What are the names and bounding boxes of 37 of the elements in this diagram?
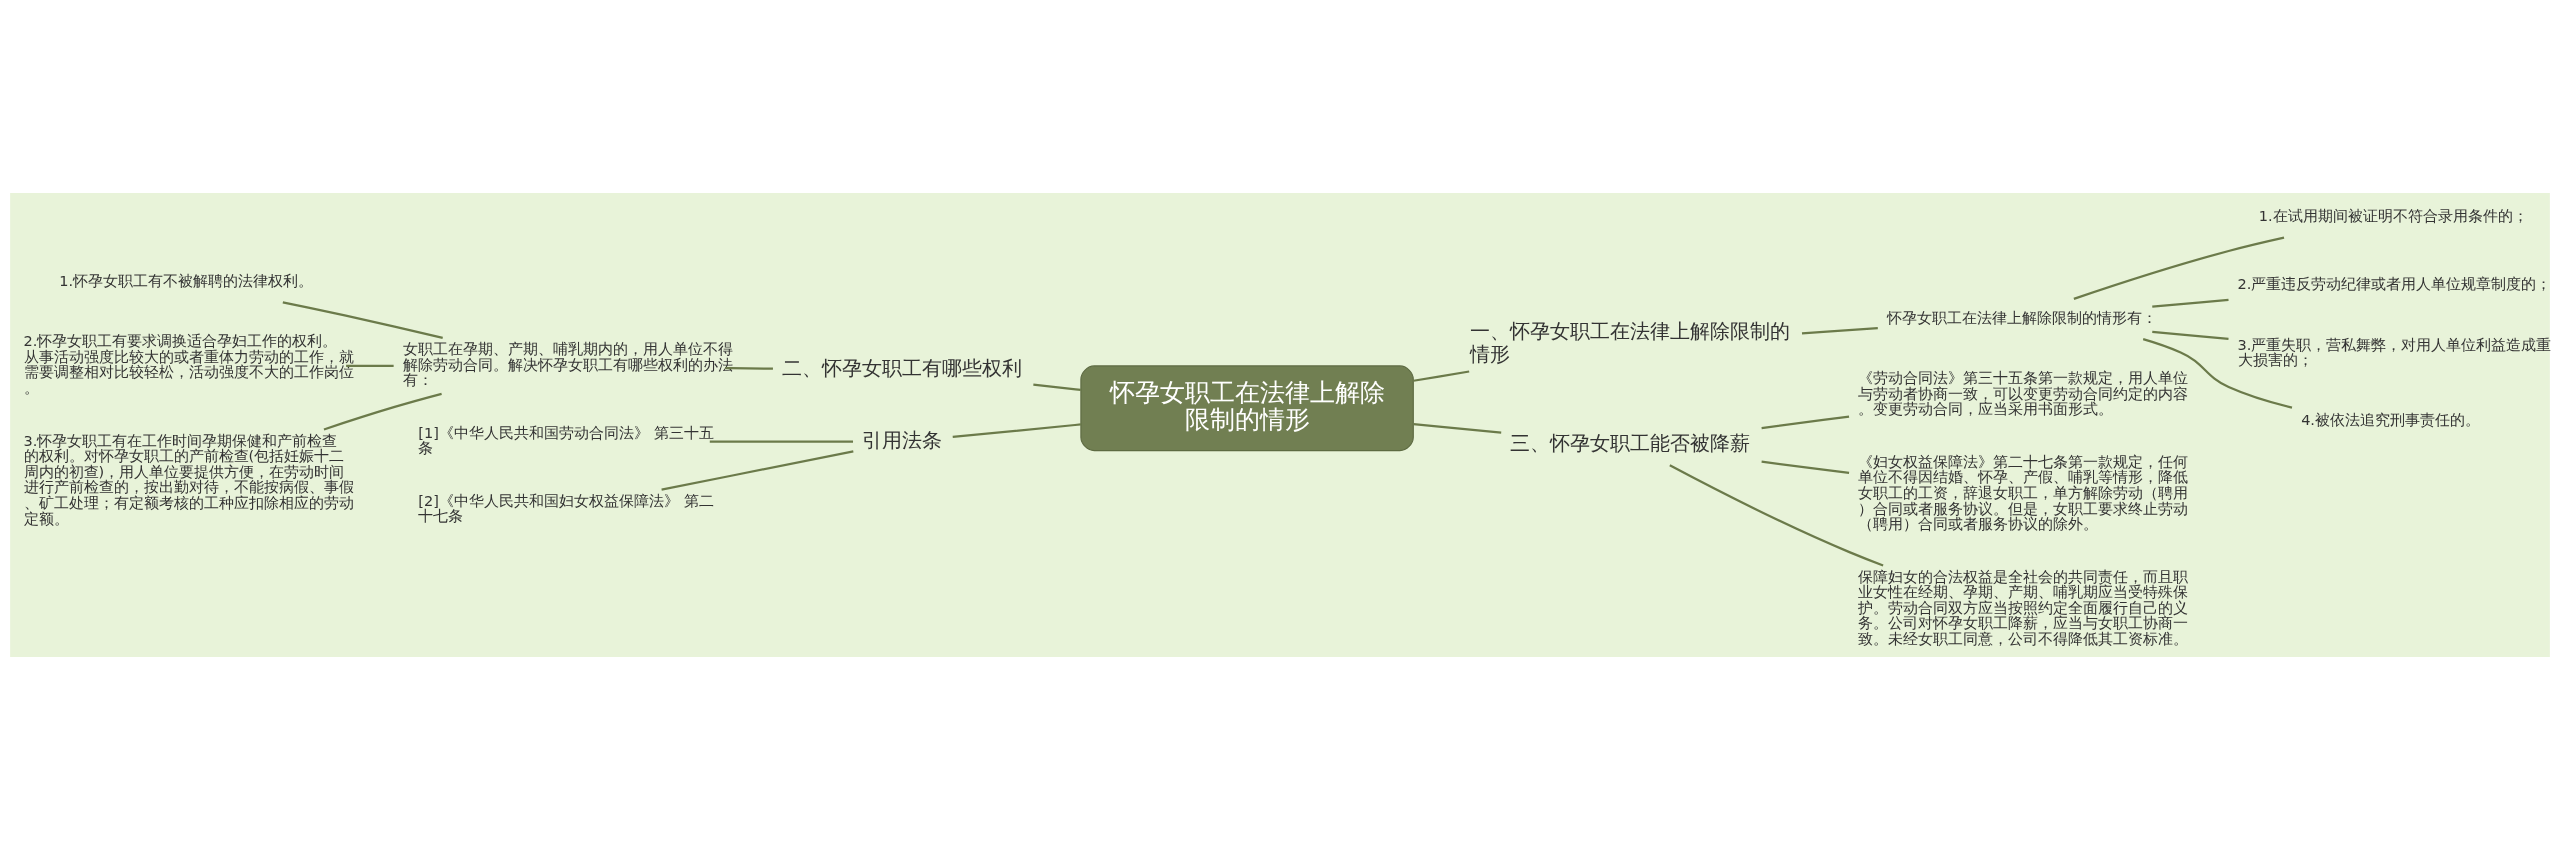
- node-text: 2.怀孕女职工有要求调换适合孕妇工作的权利。从事活动强度比较大的或者重体力劳动的工作，就需要调整相对比较轻松，活动强度不大的工作岗位。: [23, 332, 354, 396]
- connector: [282, 300, 443, 339]
- node-text: 《妇女权益保障法》第二十七条第一款规定，任何单位不得因结婚、怀孕、产假、哺乳等情形，降低女职工的工资，辞退女职工，单方解除劳动（聘用）合同或者服务协议。但是，女职工要求终止劳动（聘用）合同或者服务协议的除外。: [1858, 453, 2189, 532]
- connector: [2142, 337, 2293, 409]
- node-text: 怀孕女职工在法律上解除限制的情形有：: [1886, 309, 2157, 326]
- node-text: 2.严重违反劳动纪律或者用人单位规章制度的；: [2237, 275, 2552, 292]
- connector: [1801, 326, 1878, 334]
- node-box: 怀孕女职工在法律上解除限制的情形: [1080, 364, 1414, 451]
- connector: [1761, 414, 1850, 429]
- node-text: 1.在试用期间被证明不符合录用条件的；: [2258, 207, 2528, 224]
- connector: [1761, 460, 1850, 474]
- node-text: 一、怀孕女职工在法律上解除限制的情形: [1470, 318, 1791, 366]
- node-text: 《劳动合同法》第三十五条第一款规定，用人单位与劳动者协商一致，可以变更劳动合同约定的内容。变更劳动合同，应当采用书面形式。: [1858, 369, 2189, 417]
- connector: [661, 449, 854, 491]
- connector: [2152, 330, 2229, 340]
- node-text: 保障妇女的合法权益是全社会的共同责任，而且职业女性在经期、孕期、产期、哺乳期应当受特殊保护。劳动合同双方应当按照约定全面履行自己的义务。公司对怀孕女职工降薪，应当与女职工协商一致。未经女职工同意，公司不得降低其工资标准。: [1858, 568, 2189, 647]
- connector: [1413, 422, 1502, 434]
- connector: [725, 366, 773, 370]
- connector: [1669, 463, 1884, 567]
- node-text: [2]《中华人民共和国妇女权益保障法》 第二十七条: [418, 492, 714, 524]
- connector: [2152, 298, 2229, 308]
- node-text: 1.怀孕女职工有不被解聘的法律权利。: [59, 272, 314, 289]
- connector: [346, 364, 394, 367]
- connector: [1413, 369, 1470, 382]
- connector: [323, 392, 442, 430]
- connector: [952, 422, 1081, 438]
- node-text: 3.严重失职，营私舞弊，对用人单位利益造成重大损害的；: [2237, 336, 2552, 368]
- node-text: 4.被依法追究刑事责任的。: [2301, 411, 2480, 428]
- node-text: 三、怀孕女职工能否被降薪: [1510, 430, 1751, 455]
- node-text: 女职工在孕期、产期、哺乳期内的，用人单位不得解除劳动合同。解决怀孕女职工有哪些权利的办法有：: [402, 340, 733, 388]
- connector: [709, 440, 853, 443]
- node-text: 3.怀孕女职工有在工作时间孕期保健和产前检查的权利。对怀孕女职工的产前检查(包括妊娠十二周内的初查)，用人单位要提供方便，在劳动时间进行产前检查的，按出勤对待，不能按病假、事假、矿工处理；有定额考核的工种应扣除相应的劳动定额。: [23, 432, 354, 527]
- connector: [1033, 383, 1081, 391]
- node-text: 二、怀孕女职工有哪些权利: [781, 355, 1022, 380]
- node-text: 引用法条: [862, 427, 943, 452]
- connector: [2073, 236, 2285, 300]
- node-text: [1]《中华人民共和国劳动合同法》 第三十五条: [418, 424, 714, 456]
